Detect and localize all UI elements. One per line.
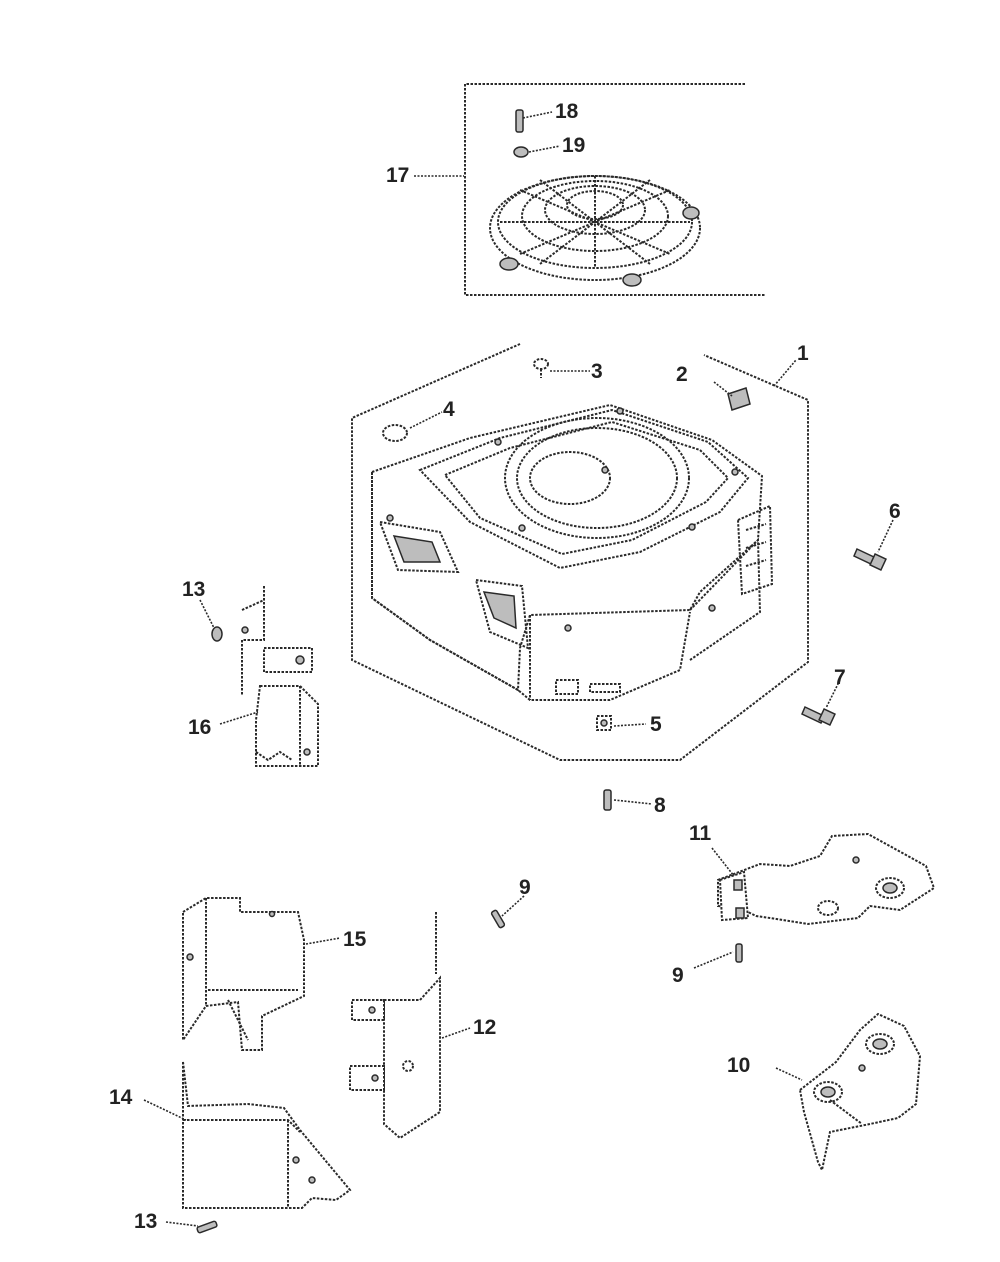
label-6: 6	[889, 500, 901, 523]
label-13b: 13	[134, 1210, 157, 1233]
part-12-bracket	[349, 912, 441, 1140]
label-7: 7	[834, 666, 846, 689]
label-11: 11	[689, 822, 712, 845]
label-17: 17	[386, 164, 409, 187]
part-2-clip	[727, 387, 751, 411]
part-10-bracket	[798, 1012, 922, 1174]
label-16: 16	[188, 716, 211, 739]
part-8-screw	[603, 789, 612, 811]
label-19: 19	[562, 134, 585, 157]
label-18: 18	[555, 100, 579, 123]
part-17-screen-group	[464, 83, 765, 296]
label-1: 1	[797, 342, 809, 365]
part-6-bolt	[853, 547, 887, 571]
label-8: 8	[654, 794, 666, 817]
callout-labels: 1 2 3 4 5 6 7 8 9 9 10 11 12 13 13 14 15…	[109, 100, 901, 1233]
label-4: 4	[443, 398, 455, 421]
part-13-screw-b	[196, 1220, 218, 1234]
label-2: 2	[676, 363, 688, 386]
label-13a: 13	[182, 578, 205, 601]
leader-lines	[143, 111, 894, 1227]
part-3-plug	[533, 358, 549, 378]
label-12: 12	[473, 1016, 496, 1039]
label-15: 15	[343, 928, 367, 951]
part-14-shroud	[182, 1061, 352, 1209]
part-7-bolt	[801, 705, 836, 726]
label-14: 14	[109, 1086, 133, 1109]
part-9-screw-a	[490, 909, 506, 929]
label-3: 3	[591, 360, 603, 383]
part-16-bracket	[241, 586, 319, 767]
label-5: 5	[650, 713, 662, 736]
label-9b: 9	[672, 964, 684, 987]
part-18-screw	[515, 109, 524, 133]
label-10: 10	[727, 1054, 750, 1077]
part-15-shroud	[182, 897, 305, 1051]
part-19-nut	[513, 146, 529, 158]
part-5-nut	[596, 715, 612, 731]
part-4-grommet	[382, 424, 408, 442]
part-9-screw-b	[735, 943, 743, 963]
part-13-screw-a	[211, 626, 223, 642]
label-9a: 9	[519, 876, 531, 899]
part-1-blower-housing-group	[351, 343, 809, 761]
part-11-bracket	[717, 832, 936, 926]
